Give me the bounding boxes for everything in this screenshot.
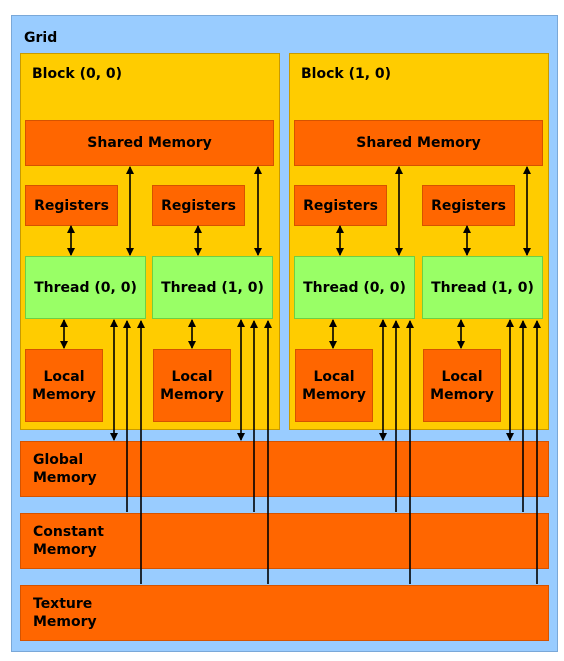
registers-label: Registers [303,197,378,214]
registers-label: Registers [161,197,236,214]
grid-title: Grid [24,30,58,46]
shared-memory-label: Shared Memory [356,135,481,151]
global-memory-label: Global Memory [33,452,97,486]
thread-label: Thread (1, 0) [431,279,534,296]
block-1-0-thread-1-0: Thread (1, 0) [422,256,543,319]
texture-memory-label: Texture Memory [33,596,97,630]
block-0-0-thread-0-local-memory: Local Memory [25,349,103,422]
local-memory-label: Local Memory [430,368,494,403]
block-1-0-thread-1-local-memory: Local Memory [423,349,501,422]
registers-label: Registers [431,197,506,214]
block-1-0-thread-1-registers: Registers [422,185,515,226]
block-0-0-thread-1-local-memory: Local Memory [153,349,231,422]
block-1-0-title: Block (1, 0) [301,66,392,82]
thread-label: Thread (1, 0) [161,279,264,296]
texture-memory: Texture Memory [20,585,549,641]
block-1-0-shared-memory: Shared Memory [294,120,543,166]
block-0-0-thread-1-0: Thread (1, 0) [152,256,273,319]
local-memory-label: Local Memory [32,368,96,403]
shared-memory-label: Shared Memory [87,135,212,151]
block-1-0-thread-0-0: Thread (0, 0) [294,256,415,319]
block-0-0-shared-memory: Shared Memory [25,120,274,166]
registers-label: Registers [34,197,109,214]
constant-memory-label: Constant Memory [33,524,104,558]
global-memory: Global Memory [20,441,549,497]
block-0-0-thread-0-0: Thread (0, 0) [25,256,146,319]
block-1-0-thread-0-local-memory: Local Memory [295,349,373,422]
thread-label: Thread (0, 0) [303,279,406,296]
local-memory-label: Local Memory [302,368,366,403]
block-0-0-thread-0-registers: Registers [25,185,118,226]
block-0-0-title: Block (0, 0) [32,66,123,82]
block-1-0-thread-0-registers: Registers [294,185,387,226]
constant-memory: Constant Memory [20,513,549,569]
thread-label: Thread (0, 0) [34,279,137,296]
local-memory-label: Local Memory [160,368,224,403]
block-0-0-thread-1-registers: Registers [152,185,245,226]
